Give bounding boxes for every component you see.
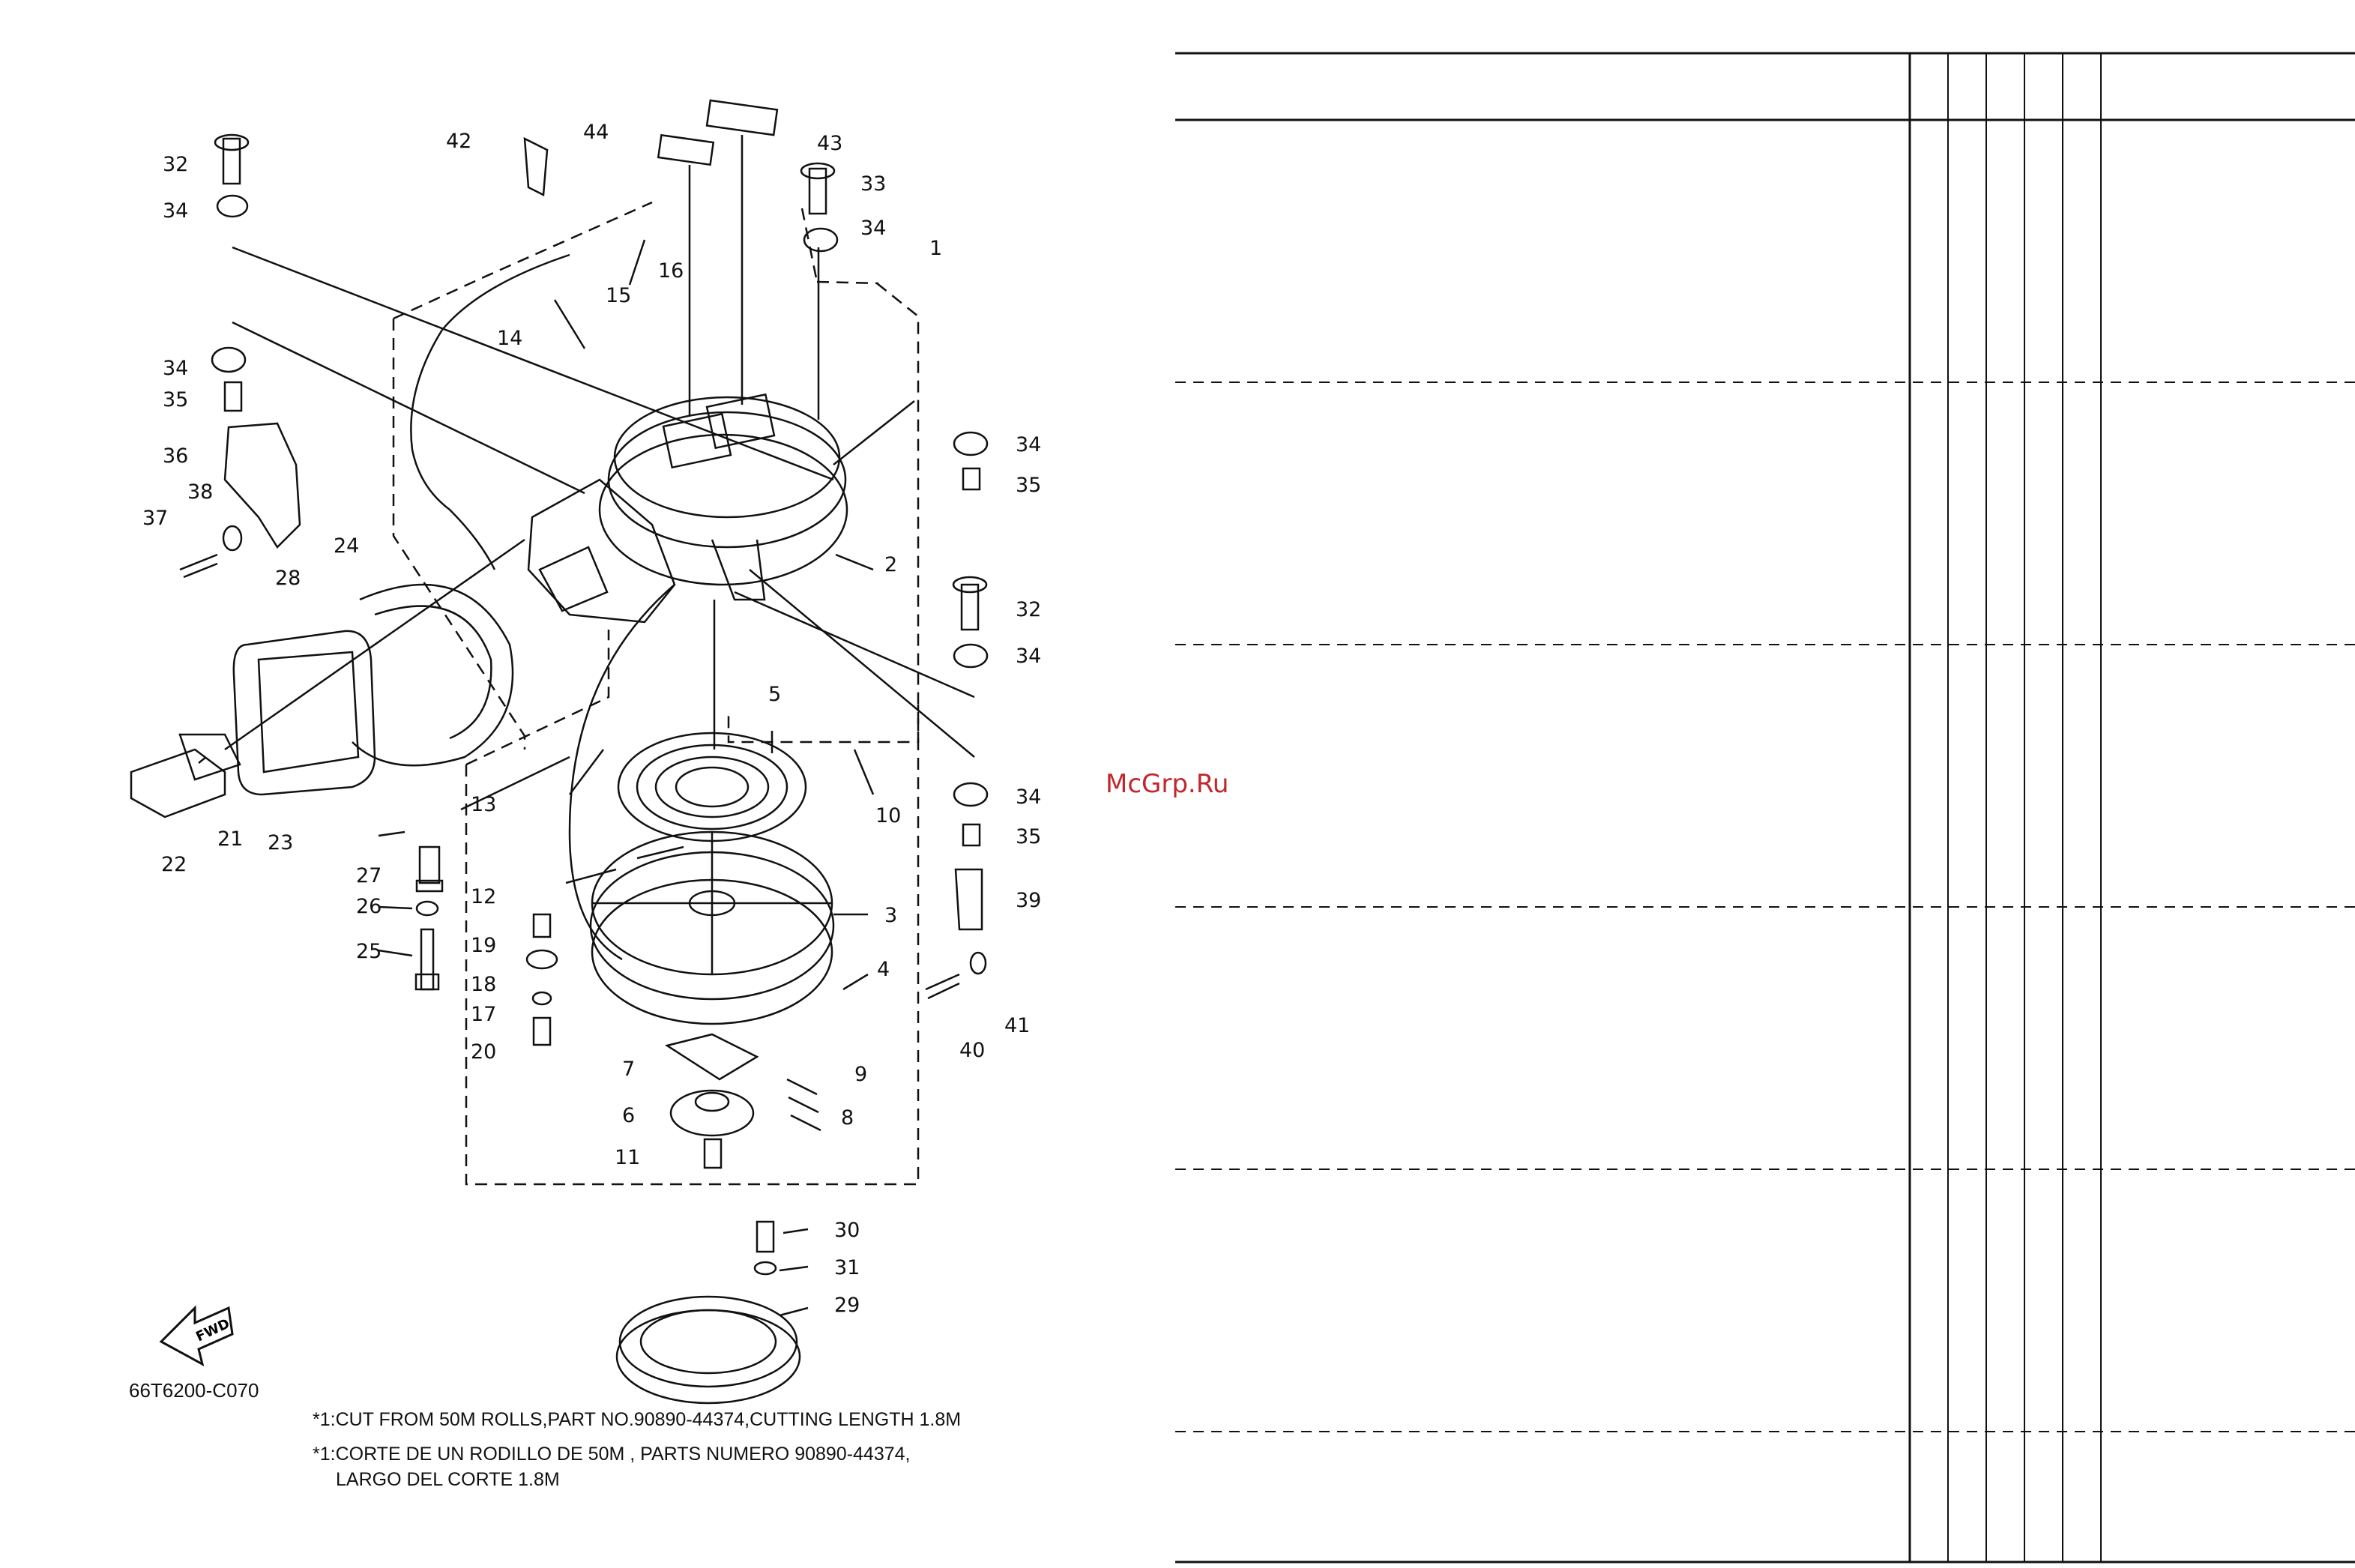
callout-27: 27 (356, 864, 382, 887)
callout-3: 3 (884, 904, 897, 927)
callout-43: 43 (817, 132, 842, 155)
callout-32a: 32 (163, 153, 188, 176)
callout-12: 12 (471, 885, 496, 908)
callout-44: 44 (583, 121, 609, 144)
assembly-box-upper (727, 283, 920, 744)
note-line-3: LARGO DEL CORTE 1.8M (336, 1469, 560, 1490)
callout-24: 24 (334, 534, 359, 558)
callout-9: 9 (854, 1063, 867, 1086)
callout-6: 6 (622, 1104, 635, 1127)
callout-20: 20 (471, 1040, 496, 1064)
callout-35c: 35 (1016, 825, 1041, 848)
callout-11: 11 (615, 1146, 640, 1169)
ring-part-29 (618, 1295, 798, 1388)
callout-13: 13 (471, 793, 496, 816)
note-line-2: *1:CORTE DE UN RODILLO DE 50M , PARTS NU… (313, 1444, 911, 1465)
callout-22: 22 (161, 853, 187, 876)
housing-top (613, 396, 841, 519)
callout-35b: 35 (1016, 474, 1041, 497)
callout-34e: 34 (1016, 645, 1041, 668)
callout-34b: 34 (860, 217, 886, 240)
callout-28: 28 (275, 567, 301, 590)
callout-10: 10 (875, 804, 901, 827)
callout-34f: 34 (1016, 785, 1041, 809)
assembly-box-lower (465, 705, 920, 1186)
callout-18: 18 (471, 973, 496, 996)
callout-17: 17 (471, 1003, 496, 1026)
callout-29: 29 (834, 1294, 860, 1317)
parts-exploded-diagram: FWD 1 2 3 4 5 6 7 8 9 10 11 12 13 14 15 … (130, 99, 1041, 1405)
callout-21: 21 (217, 827, 243, 851)
note-line-1: *1:CUT FROM 50M ROLLS,PART NO.90890-4437… (313, 1409, 962, 1430)
callout-36: 36 (163, 444, 188, 468)
fwd-arrow-icon (159, 1305, 234, 1366)
callout-30: 30 (834, 1219, 860, 1242)
parts-list-table-grid (1175, 52, 2355, 1564)
callout-4: 4 (877, 958, 890, 981)
callout-38: 38 (187, 480, 213, 504)
callout-34d: 34 (1016, 433, 1041, 456)
callout-5: 5 (768, 683, 781, 706)
callout-32b: 32 (1016, 598, 1041, 621)
callout-15: 15 (606, 284, 631, 307)
callout-39: 39 (1016, 889, 1041, 912)
callout-7: 7 (622, 1058, 635, 1081)
callout-8: 8 (841, 1106, 854, 1130)
callout-40: 40 (959, 1039, 985, 1062)
callout-19: 19 (471, 934, 496, 957)
callout-41: 41 (1004, 1014, 1030, 1037)
spiral-spring (617, 732, 807, 842)
callout-25: 25 (356, 940, 382, 963)
callout-31: 31 (834, 1256, 860, 1279)
callout-14: 14 (497, 327, 522, 350)
grip-frame (232, 630, 376, 796)
callout-37: 37 (142, 507, 168, 530)
callout-26: 26 (356, 895, 382, 918)
callout-2: 2 (884, 553, 897, 576)
callout-1: 1 (929, 237, 942, 260)
callout-34c: 34 (163, 357, 188, 380)
callout-16: 16 (658, 259, 684, 283)
callout-35a: 35 (163, 388, 188, 411)
watermark: McGrp.Ru (1106, 769, 1229, 799)
diagram-code: 66T6200-C070 (129, 1379, 259, 1402)
callout-34a: 34 (163, 199, 188, 223)
callout-33: 33 (860, 172, 886, 196)
callout-23: 23 (268, 831, 293, 854)
callout-labels: 1 2 3 4 5 6 7 8 9 10 11 12 13 14 15 16 1… (142, 121, 1041, 1317)
callout-42: 42 (446, 130, 471, 153)
